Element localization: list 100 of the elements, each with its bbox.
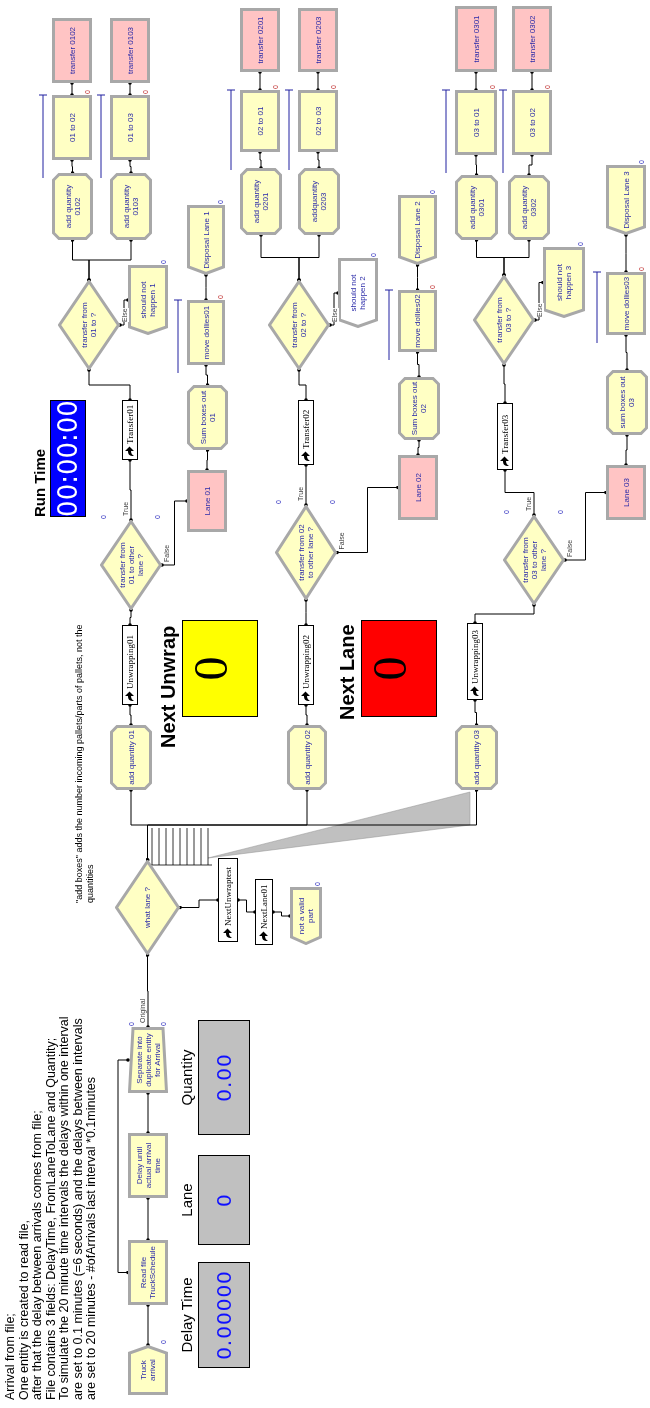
connector <box>146 1092 150 1134</box>
block-label: transfer from 01 to ? <box>80 301 98 350</box>
route-label: NextLane01 <box>259 884 269 929</box>
block-label: transfer 0301 <box>471 15 481 63</box>
block-label: should not happen 1 <box>139 280 157 321</box>
connector <box>128 82 132 96</box>
display-value: 0.00 <box>211 1053 237 1102</box>
decision-diamond <box>275 505 337 600</box>
process-block <box>298 90 338 152</box>
connector <box>473 604 536 624</box>
station-block <box>110 18 150 83</box>
connector <box>416 439 421 456</box>
block-label: transfer from 01 to other lane ? <box>117 541 145 590</box>
connector <box>336 486 399 555</box>
connector <box>128 609 133 626</box>
block-label: 01 to 02 <box>67 113 77 142</box>
route-label: Unwrapping02 <box>301 635 311 689</box>
block-label: transfer from 03 to other lane ? <box>520 536 548 585</box>
station-block <box>52 18 92 83</box>
connector <box>205 449 209 471</box>
process-block <box>240 90 280 152</box>
scoreboard-title: Next Lane <box>335 624 359 720</box>
route-label: Unwrapping01 <box>125 635 135 689</box>
station-block <box>398 455 438 520</box>
station-block <box>298 8 338 72</box>
process-block <box>187 300 225 365</box>
process-block <box>606 272 646 335</box>
station-block <box>512 6 552 72</box>
connector <box>474 71 478 91</box>
connector <box>87 369 132 401</box>
block-label: transfer from 02 to other lane ? <box>297 524 315 581</box>
route-label: Transfer03 <box>500 414 510 454</box>
block-label: add quantity 0301 <box>467 184 486 232</box>
dispose-block <box>543 247 585 318</box>
route-label: NextUnwraptest <box>223 867 233 926</box>
block-label: Disposal Lane 2 <box>413 201 422 259</box>
block-label: transfer 0203 <box>313 16 323 64</box>
block-label: 02 to 03 <box>313 106 323 136</box>
decision-diamond <box>473 275 535 365</box>
connector <box>502 239 531 277</box>
connector <box>416 351 421 378</box>
create-block <box>128 1345 168 1395</box>
block-label: sum boxes out 03 <box>618 375 636 431</box>
block-label: add quantity 03 <box>472 730 481 785</box>
connector <box>128 459 133 522</box>
display-title: Quantity <box>177 1049 196 1106</box>
connector <box>503 469 536 517</box>
block-label: transfer from 02 to ? <box>290 301 308 350</box>
block-label: 03 to 01 <box>471 108 481 137</box>
block-label: what lane ? <box>143 887 152 928</box>
connector <box>297 369 308 401</box>
connector <box>416 264 420 291</box>
note-line: Arrival from file; <box>4 1312 18 1400</box>
note-text: "add boxes" adds the number incoming pallets/parts of pallets, not the quantities <box>74 623 96 903</box>
scoreboard-value: 0 <box>183 656 238 681</box>
station-block <box>187 470 227 532</box>
connector <box>70 82 74 96</box>
display-value: 0 <box>211 1193 237 1207</box>
route-block <box>497 403 513 470</box>
separate-block <box>128 1027 168 1093</box>
block-label: transfer from 03 to ? <box>495 296 513 345</box>
connector <box>304 599 308 626</box>
connector <box>530 71 534 91</box>
block-label: add quantity 0302 <box>520 184 538 232</box>
connector <box>527 154 534 176</box>
block-label: Disposal Lane 3 <box>621 171 631 229</box>
block-label: should not happen 2 <box>349 273 367 314</box>
block-label: Lane 02 <box>413 473 423 502</box>
route-block <box>467 623 483 700</box>
process-block <box>512 90 552 155</box>
decision-diamond <box>115 860 180 955</box>
decision-diamond <box>58 280 120 370</box>
block-label: add quantity 0201 <box>252 178 270 226</box>
connector <box>146 1197 150 1241</box>
connector <box>146 1304 150 1346</box>
decision-diamond <box>100 520 162 610</box>
note-line: One entity is created to read file, <box>17 1219 31 1400</box>
note-line: File contains 3 fields: DelayTime, FromLaneToLane and Quantity; <box>44 1037 58 1400</box>
route-block <box>122 625 138 705</box>
dispose-block <box>606 165 646 235</box>
connector <box>474 154 478 176</box>
block-label: add quantity 01 <box>126 730 136 785</box>
block-label: move dollies03 <box>621 276 631 331</box>
connector <box>272 910 291 918</box>
connector <box>624 234 628 273</box>
connector <box>473 699 478 726</box>
block-label: 03 to 02 <box>527 108 537 137</box>
note-line: are set to 0.1 minutes (=6 seconds) and the delays between intervals <box>71 1017 85 1400</box>
block-label: transfer 0103 <box>125 26 135 75</box>
process-block <box>128 1133 168 1198</box>
connector <box>297 234 321 281</box>
process-block <box>455 90 497 155</box>
block-label: Lane 01 <box>202 486 212 516</box>
process-block <box>398 290 437 352</box>
connector <box>237 898 256 914</box>
connector <box>624 434 629 466</box>
connector <box>258 151 263 169</box>
connector <box>204 364 209 386</box>
block-label: Sum boxes out 01 <box>198 389 217 446</box>
route-block <box>122 400 138 460</box>
